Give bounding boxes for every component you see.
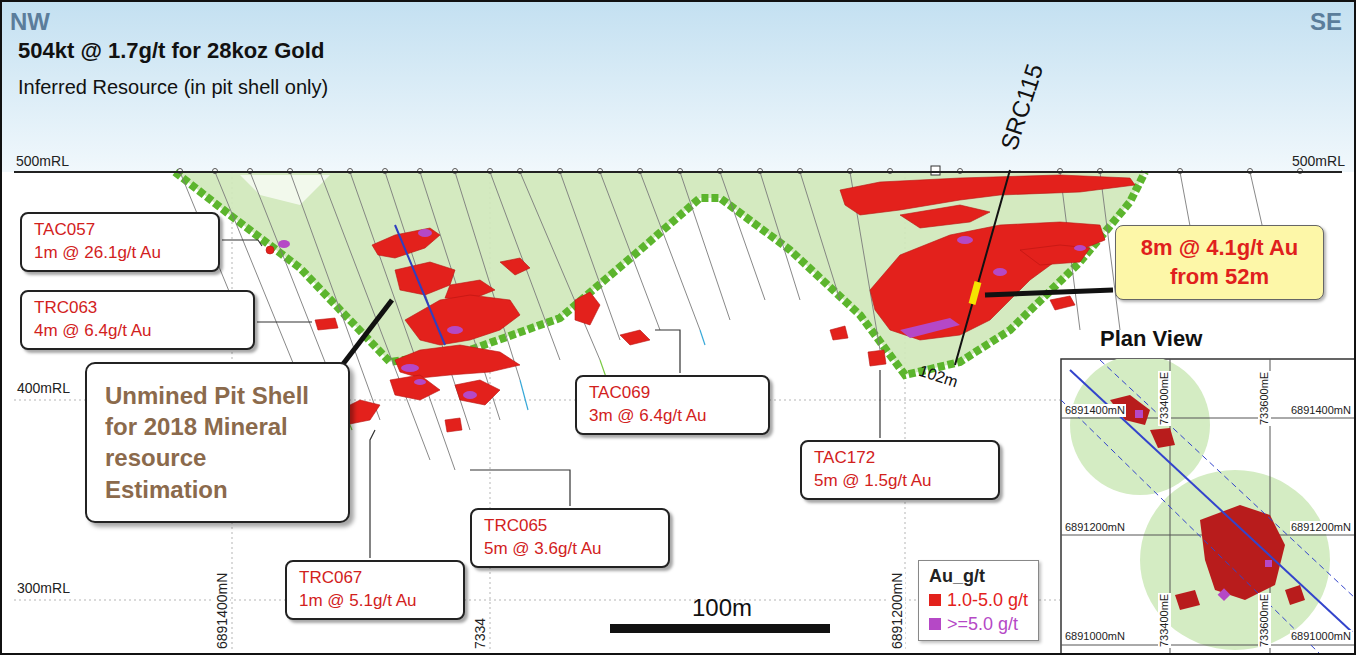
grid-label: 6891200mN <box>1064 521 1126 534</box>
hole-id: TAC057 <box>34 219 206 242</box>
grade-text: 5m @ 3.6g/t Au <box>484 538 656 561</box>
drillhole-callout: TAC0693m @ 6.4g/t Au <box>575 375 770 435</box>
grid-label: 6891400mN <box>1064 404 1126 417</box>
grid-label: 6891000mN <box>1064 630 1126 643</box>
grade-text: Unmined Pit Shell for 2018 Mineral resou… <box>105 380 330 505</box>
grid-label: 733400mE <box>1158 371 1171 426</box>
grid-label: 733400mE <box>1158 593 1171 648</box>
drillhole-callout: TRC0671m @ 5.1g/t Au <box>285 560 465 620</box>
legend-text: 1.0-5.0 g/t <box>947 590 1028 611</box>
grade-text: 3m @ 6.4g/t Au <box>589 405 756 428</box>
northing-label: 6891400mN <box>214 572 230 650</box>
drillhole-callout: TAC0571m @ 26.1g/t Au <box>20 212 220 272</box>
hole-id: TAC172 <box>814 447 986 470</box>
easting-label: 7334 <box>472 617 488 650</box>
legend-row: >=5.0 g/t <box>929 614 1028 635</box>
scale-label: 100m <box>692 594 752 622</box>
legend-box: Au_g/t 1.0-5.0 g/t >=5.0 g/t <box>918 560 1039 641</box>
figure-title: 504kt @ 1.7g/t for 28koz Gold <box>18 38 324 63</box>
compass-label: NW <box>10 8 50 36</box>
elevation-label: 300mRL <box>16 580 71 596</box>
legend-swatch <box>929 618 941 630</box>
hole-id: TRC065 <box>484 515 656 538</box>
grade-text: 8m @ 4.1g/t Au from 52m <box>1126 234 1313 291</box>
legend-swatch <box>929 594 941 606</box>
drillhole-callout: TRC0655m @ 3.6g/t Au <box>470 508 670 568</box>
elevation-label: 500mRL <box>16 153 69 169</box>
elevation-label: 400mRL <box>16 380 71 396</box>
legend-title: Au_g/t <box>929 566 1028 587</box>
drillhole-callout: TRC0634m @ 6.4g/t Au <box>20 290 255 350</box>
elevation-label: 500mRL <box>1292 153 1345 169</box>
grid-label: 6891000mN <box>1290 630 1352 643</box>
subtitle: Inferred Resource (in pit shell only) <box>18 76 328 99</box>
grade-text: 1m @ 26.1g/t Au <box>34 242 206 265</box>
inset-title: Plan View <box>1100 326 1202 351</box>
intercept-callout: 8m @ 4.1g/t Au from 52m <box>1115 225 1324 300</box>
legend-text: >=5.0 g/t <box>947 614 1018 635</box>
grid-label: 6891400mN <box>1290 404 1352 417</box>
grid-label: 733600mE <box>1258 593 1271 648</box>
grade-text: 5m @ 1.5g/t Au <box>814 470 986 493</box>
hole-id: TAC069 <box>589 382 756 405</box>
grid-label: 6891200mN <box>1290 521 1352 534</box>
pit-shell-note: Unmined Pit Shell for 2018 Mineral resou… <box>85 362 350 523</box>
hole-id: TRC067 <box>299 567 451 590</box>
compass-label: SE <box>1310 8 1342 36</box>
legend-row: 1.0-5.0 g/t <box>929 590 1028 611</box>
grade-text: 1m @ 5.1g/t Au <box>299 590 451 613</box>
grade-text: 4m @ 6.4g/t Au <box>34 320 241 343</box>
northing-label: 6891200mN <box>889 572 905 650</box>
hole-id: TRC063 <box>34 297 241 320</box>
drillhole-callout: TAC1725m @ 1.5g/t Au <box>800 440 1000 500</box>
grid-label: 733600mE <box>1258 371 1271 426</box>
